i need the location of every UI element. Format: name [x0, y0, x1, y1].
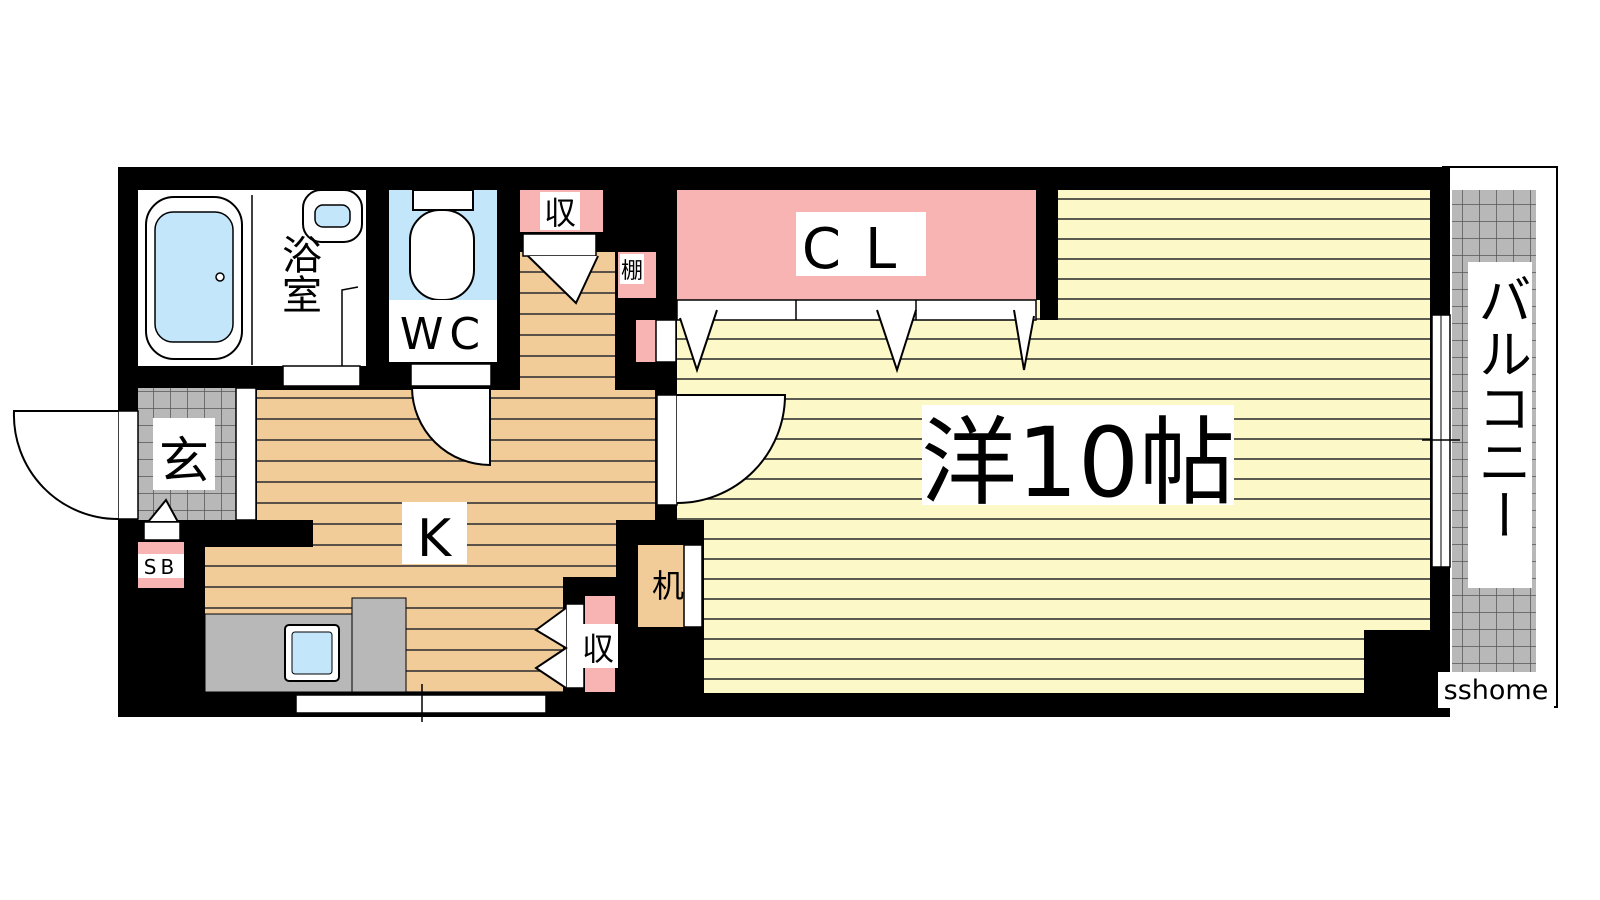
watermark: sshome	[1444, 675, 1549, 706]
closet-label: CL	[802, 217, 920, 282]
storage-bottom-label: 収	[582, 630, 614, 668]
desk	[638, 545, 684, 627]
western-room-label: 洋10帖	[921, 407, 1235, 519]
toilet-bowl	[409, 209, 475, 301]
wc-label: WC	[400, 309, 486, 360]
kitchen-label: K	[417, 509, 453, 569]
bathtub-water	[154, 211, 234, 343]
balcony-label: バルコニー	[1469, 272, 1532, 542]
toilet-tank	[412, 189, 474, 211]
entrance-door	[117, 410, 139, 520]
drain-icon	[215, 272, 225, 282]
desk-label: 机	[652, 567, 684, 605]
storage-top-label: 収	[544, 194, 576, 232]
bath-label: 浴室	[275, 234, 321, 314]
shelf-label: 棚	[621, 259, 643, 284]
shoe-box-label: SB	[144, 555, 178, 579]
entrance-label: 玄	[159, 432, 209, 490]
